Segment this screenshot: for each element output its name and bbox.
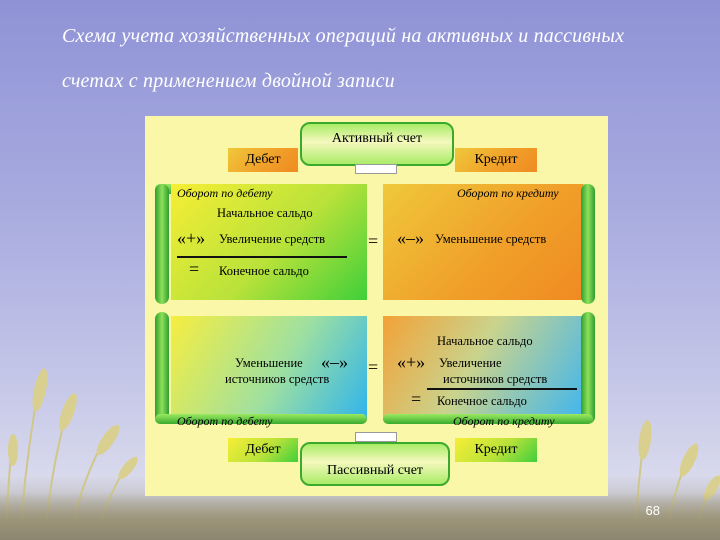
scroll-edge-active-debit [155, 184, 169, 304]
top-debit-tab: Дебет [228, 148, 298, 172]
passive-credit-underline [427, 388, 577, 390]
passive-credit-sources: источников средств [443, 372, 548, 386]
passive-account-banner: Пассивный счет [300, 442, 450, 486]
active-increase-funds: Увеличение средств [219, 232, 326, 246]
page-number: 68 [645, 503, 660, 518]
scroll-edge-active-credit [581, 184, 595, 304]
passive-debit-sources: источников средств [225, 372, 330, 386]
slide-title: Схема учета хозяйственных операций на ак… [62, 25, 625, 92]
passive-debit-panel [171, 316, 367, 420]
active-decrease-funds: Уменьшение средств [435, 232, 547, 246]
double-entry-diagram: Дебет Кредит Активный счет Оборот по деб… [145, 116, 608, 496]
bottom-credit-tab: Кредит [455, 438, 537, 462]
passive-debit-turnover: Оборот по дебету [177, 414, 273, 428]
middle-equals-top: = [368, 231, 379, 251]
middle-equals-bottom: = [368, 357, 379, 377]
active-credit-turnover: Оборот по кредиту [457, 186, 559, 200]
top-credit-tab: Кредит [455, 148, 537, 172]
active-plus-sign: «+» [177, 228, 206, 248]
ground-strip [0, 492, 720, 540]
scroll-bottom-passive-debit [155, 414, 367, 424]
active-closing-balance: Конечное сальдо [219, 264, 309, 278]
bottom-debit-tab: Дебет [228, 438, 298, 462]
passive-decrease: Уменьшение [235, 356, 303, 370]
passive-credit-equals: = [411, 389, 422, 409]
active-debit-panel [171, 184, 367, 300]
passive-increase: Увеличение [439, 356, 502, 370]
passive-minus-sign: «–» [321, 352, 348, 372]
scroll-edge-passive-debit [155, 312, 169, 424]
active-debit-turnover: Оборот по дебету [177, 186, 273, 200]
active-debit-equals: = [189, 259, 200, 279]
banner-stem-top [355, 164, 397, 174]
passive-closing-balance: Конечное сальдо [437, 394, 527, 408]
active-minus-sign: «–» [397, 228, 424, 248]
active-credit-panel [383, 184, 583, 300]
scroll-bottom-passive-credit [383, 414, 593, 424]
active-debit-underline [177, 256, 347, 258]
passive-credit-turnover: Оборот по кредиту [453, 414, 555, 428]
passive-credit-panel [383, 316, 583, 420]
passive-opening-balance: Начальное сальдо [437, 334, 533, 348]
passive-plus-sign: «+» [397, 352, 426, 372]
banner-stem-bottom [355, 432, 397, 442]
active-account-banner: Активный счет [300, 122, 454, 166]
active-opening-balance: Начальное сальдо [217, 206, 313, 220]
scroll-edge-passive-credit [581, 312, 595, 424]
